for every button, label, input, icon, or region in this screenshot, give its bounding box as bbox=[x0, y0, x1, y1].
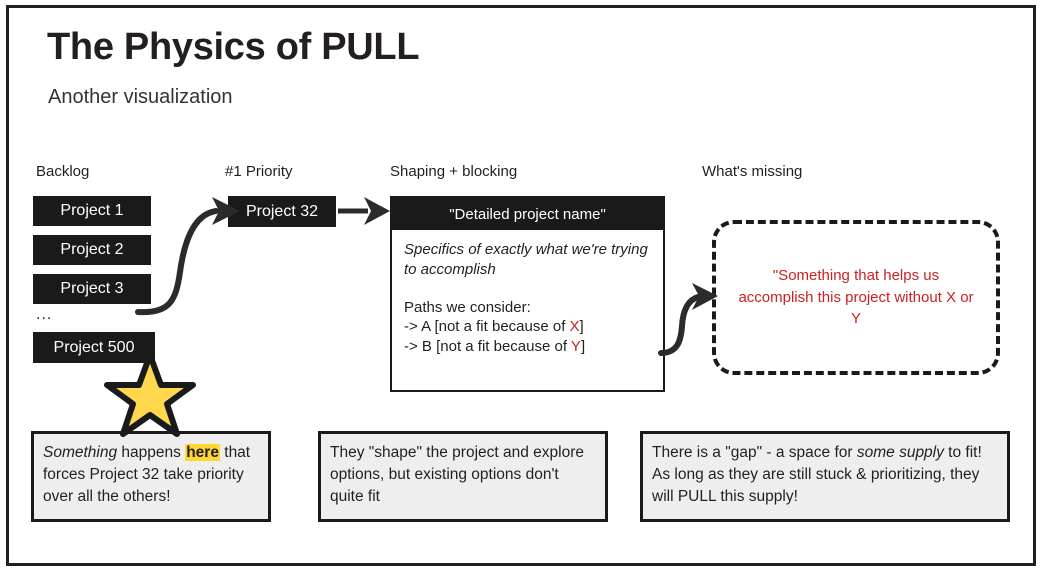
path-a-blocker: X bbox=[569, 318, 580, 336]
priority-card[interactable]: Project 32 bbox=[228, 196, 336, 227]
caption-left-part4: that forces Project 32 take priority ove… bbox=[43, 444, 251, 505]
shaping-path-a: -> A [not a fit because of X] bbox=[404, 317, 651, 337]
shaping-card[interactable]: "Detailed project name" Specifics of exa… bbox=[390, 196, 665, 392]
backlog-card-label: Project 3 bbox=[60, 280, 124, 297]
path-a-suffix: ] bbox=[579, 318, 584, 336]
missing-supply-box: "Something that helps us accomplish this… bbox=[712, 220, 1000, 375]
caption-right-italic: some supply bbox=[856, 444, 944, 461]
shaping-path-b: -> B [not a fit because of Y] bbox=[404, 337, 651, 357]
backlog-card-3[interactable]: Project 3 bbox=[33, 274, 151, 304]
path-b-suffix: ] bbox=[580, 338, 586, 356]
backlog-card-500[interactable]: Project 500 bbox=[33, 332, 155, 363]
backlog-ellipsis: ... bbox=[36, 306, 53, 323]
shaping-specifics-text: Specifics of exactly what we're trying t… bbox=[404, 241, 648, 278]
caption-right: There is a "gap" - a space for some supp… bbox=[640, 431, 1010, 522]
shaping-paths-label: Paths we consider: bbox=[404, 298, 531, 316]
backlog-card-2[interactable]: Project 2 bbox=[33, 235, 151, 265]
caption-left-italic: Something bbox=[43, 444, 118, 461]
caption-left-part2: happens bbox=[117, 444, 186, 461]
caption-right-part1: There is a "gap" - a space for bbox=[652, 444, 857, 461]
backlog-card-label: Project 1 bbox=[60, 202, 124, 219]
caption-right-part3: to fit! As long as they are still stuck … bbox=[652, 444, 982, 505]
page-title: The Physics of PULL bbox=[47, 26, 420, 68]
shaping-card-header: "Detailed project name" bbox=[392, 198, 663, 230]
backlog-card-label: Project 500 bbox=[53, 338, 135, 356]
column-header-shaping: Shaping + blocking bbox=[390, 163, 518, 180]
column-header-backlog: Backlog bbox=[36, 163, 90, 180]
caption-middle-text: They "shape" the project and explore opt… bbox=[330, 444, 584, 505]
path-a-prefix: -> A [not a fit because of bbox=[404, 318, 570, 336]
slide-border bbox=[6, 5, 1036, 566]
shaping-card-body: Specifics of exactly what we're trying t… bbox=[392, 230, 663, 357]
path-b-blocker: Y bbox=[570, 338, 581, 356]
backlog-card-1[interactable]: Project 1 bbox=[33, 196, 151, 226]
backlog-card-label: Project 2 bbox=[60, 241, 124, 258]
path-b-prefix: -> B [not a fit because of bbox=[404, 338, 571, 356]
missing-supply-text: "Something that helps us accomplish this… bbox=[738, 266, 974, 328]
caption-left: Something happens here that forces Proje… bbox=[31, 431, 271, 522]
column-header-missing: What's missing bbox=[702, 163, 803, 180]
priority-card-label: Project 32 bbox=[245, 202, 319, 220]
page-subtitle: Another visualization bbox=[48, 86, 233, 108]
column-header-priority: #1 Priority bbox=[225, 163, 293, 180]
caption-middle: They "shape" the project and explore opt… bbox=[318, 431, 608, 522]
caption-left-highlight: here bbox=[185, 444, 220, 461]
